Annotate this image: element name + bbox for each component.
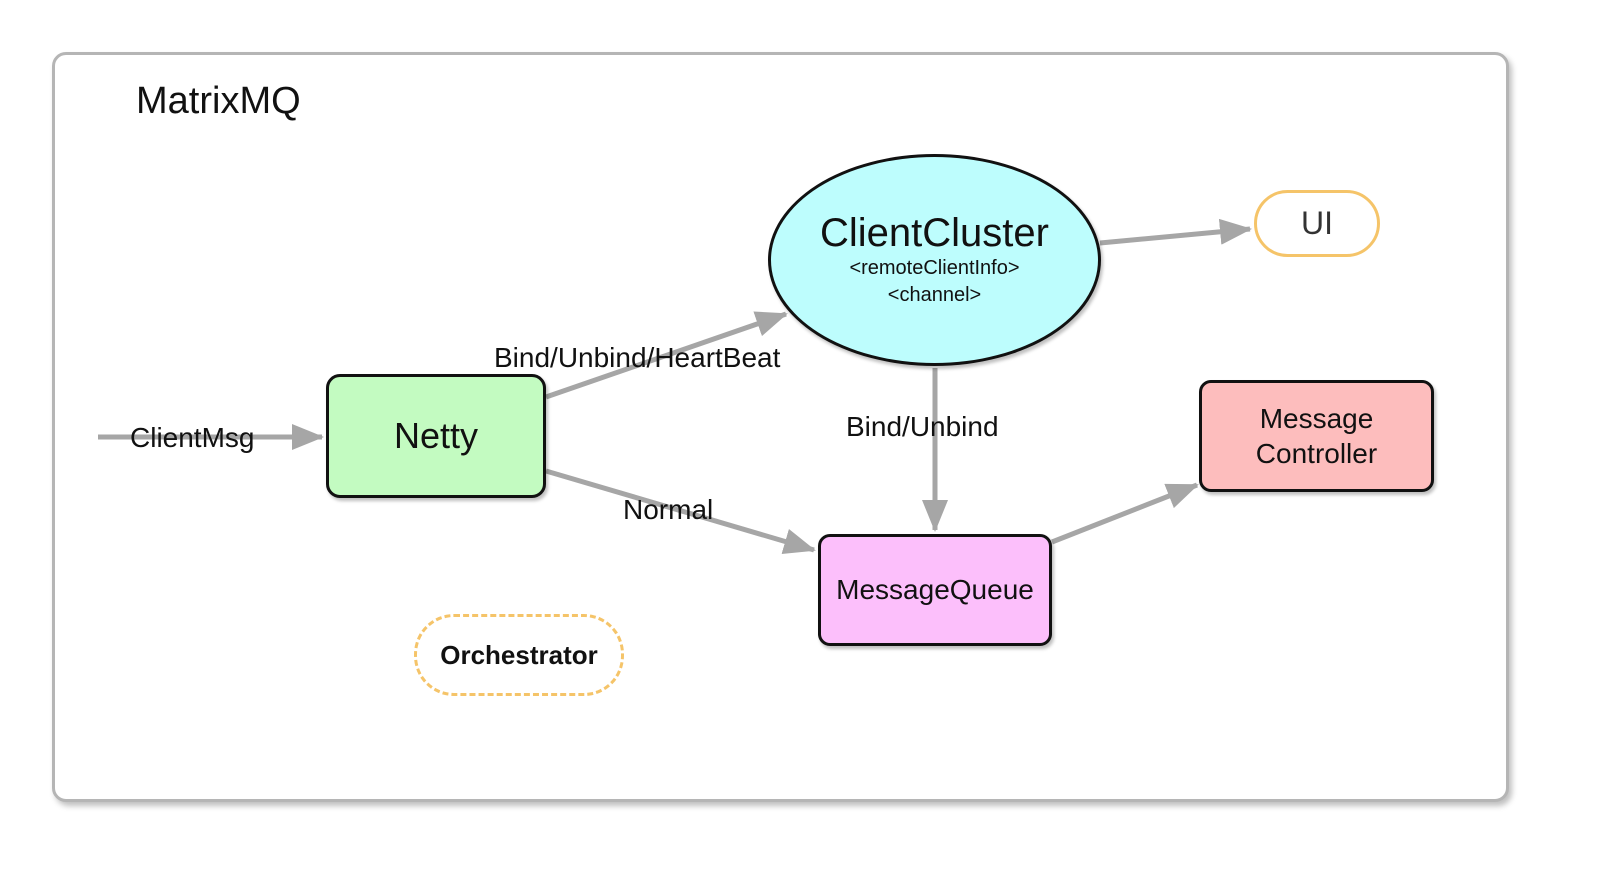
ui-node: UI (1254, 190, 1380, 257)
orchestrator-label: Orchestrator (440, 639, 598, 670)
edge-label-clientmsg: ClientMsg (130, 422, 255, 453)
edge-messagequeue-to-controller (1051, 482, 1199, 545)
edge-netty-to-clientcluster (545, 311, 788, 400)
diagram-title: MatrixMQ (136, 80, 301, 122)
edge-label-normal: Normal (623, 494, 714, 525)
messagecontroller-node: Message Controller (1199, 380, 1434, 492)
clientcluster-channel: <channel> (887, 284, 982, 306)
edge-label-bind-unbind-heartbeat: Bind/Unbind/HeartBeat (494, 342, 781, 373)
edge-netty-to-messagequeue (545, 468, 816, 554)
messagecontroller-label-line1: Message (1259, 403, 1374, 434)
clientcluster-node: ClientCluster <remoteClientInfo> <channe… (768, 154, 1101, 366)
ui-label: UI (1301, 205, 1333, 241)
edge-label-bind-unbind: Bind/Unbind (846, 411, 999, 442)
clientcluster-remoteclientinfo: <remoteClientInfo> (849, 257, 1020, 279)
netty-label: Netty (393, 415, 479, 456)
orchestrator-node: Orchestrator (414, 614, 624, 696)
clientcluster-label: ClientCluster (820, 211, 1049, 255)
messagequeue-node: MessageQueue (818, 534, 1052, 646)
edge-clientcluster-to-ui (1099, 218, 1252, 246)
netty-node: Netty (326, 374, 546, 498)
messagequeue-label: MessageQueue (836, 574, 1034, 605)
messagecontroller-label-line2: Controller (1255, 438, 1378, 469)
